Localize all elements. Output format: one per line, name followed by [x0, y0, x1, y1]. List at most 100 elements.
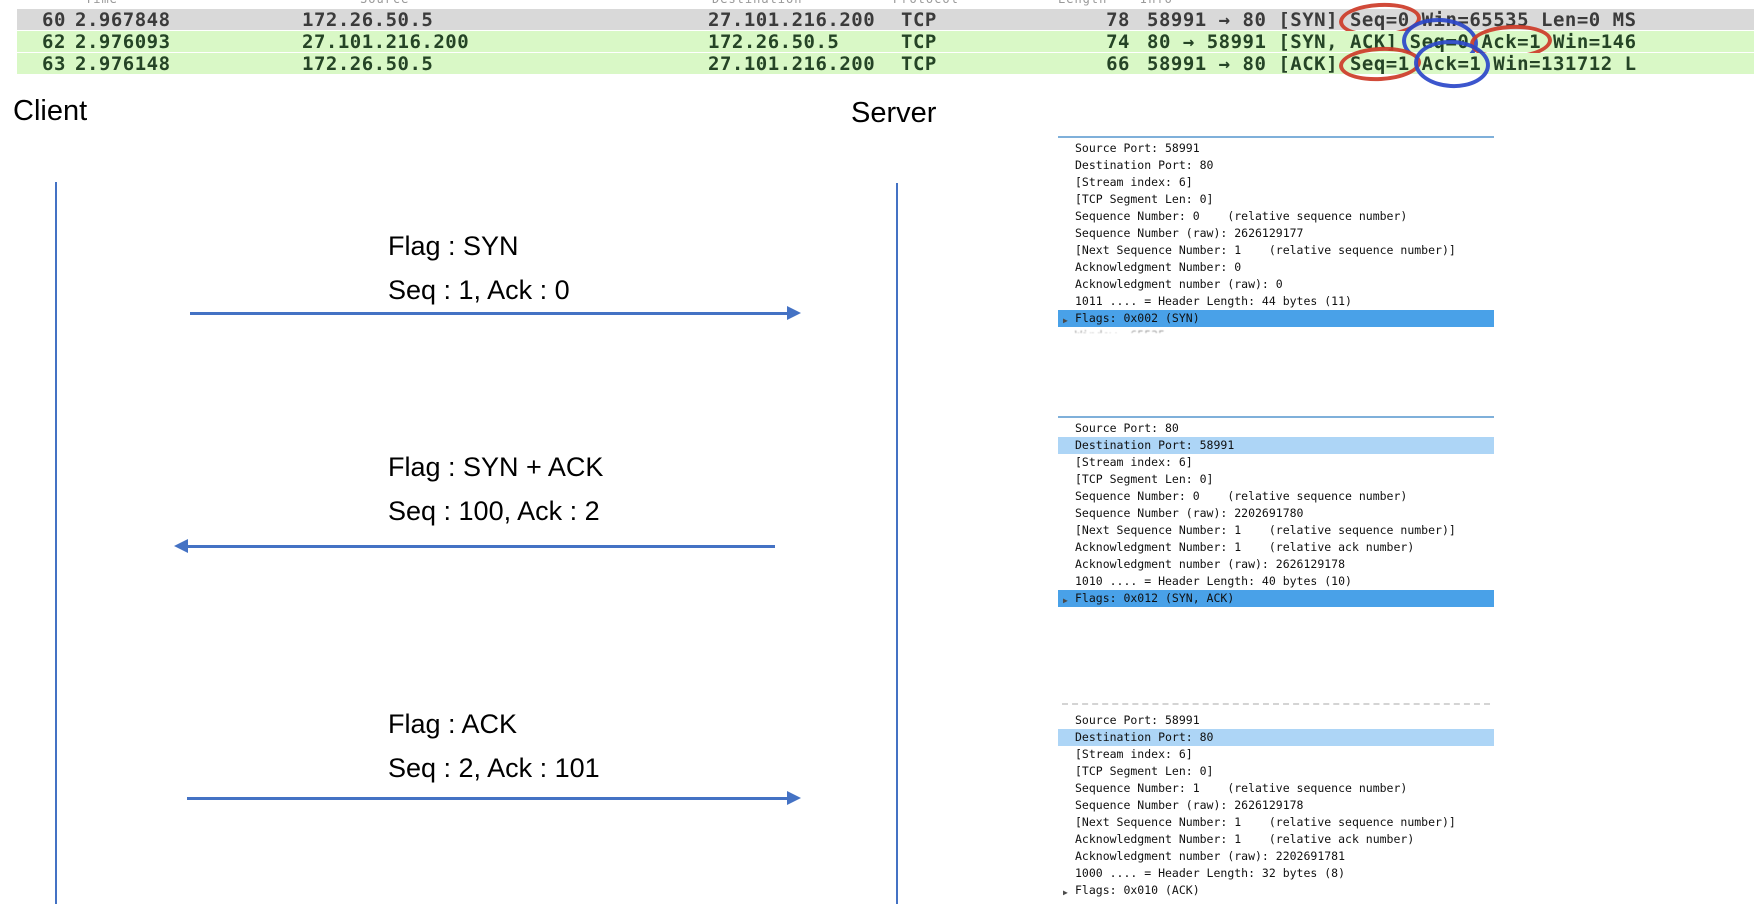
- pane-field-text: Source Port: 58991: [1075, 713, 1200, 727]
- info-text: [1410, 53, 1422, 75]
- clipped-line: [1062, 703, 1490, 708]
- pane-field-row[interactable]: [Stream index: 6]: [1058, 174, 1494, 191]
- pane-field-row[interactable]: Acknowledgment Number: 1 (relative ack n…: [1058, 539, 1494, 556]
- pane-field-row[interactable]: Acknowledgment number (raw): 2202691781: [1058, 848, 1494, 865]
- pane-field-text: Acknowledgment number (raw): 2202691781: [1075, 849, 1346, 863]
- pane-field-text: Acknowledgment number (raw): 0: [1075, 277, 1283, 291]
- pane-field-text: Sequence Number: 0 (relative sequence nu…: [1075, 209, 1408, 223]
- pane-field-text: Sequence Number: 1 (relative sequence nu…: [1075, 781, 1408, 795]
- message-label-syn: Flag : SYN Seq : 1, Ack : 0: [388, 224, 570, 312]
- pane-field-row[interactable]: Acknowledgment Number: 1 (relative ack n…: [1058, 831, 1494, 848]
- pane-field-text: Acknowledgment Number: 1 (relative ack n…: [1075, 540, 1415, 554]
- cell-destination: 172.26.50.5: [708, 31, 840, 53]
- pane-field-row[interactable]: ▶ Flags: 0x012 (SYN, ACK): [1058, 590, 1494, 607]
- pane-field-row[interactable]: [Stream index: 6]: [1058, 746, 1494, 763]
- pane-field-row[interactable]: Source Port: 58991: [1058, 712, 1494, 729]
- pane-field-row[interactable]: Destination Port: 80: [1058, 157, 1494, 174]
- cell-length: 74: [1106, 31, 1130, 53]
- pane-field-row[interactable]: Source Port: 80: [1058, 420, 1494, 437]
- pane-field-text: Sequence Number (raw): 2202691780: [1075, 506, 1304, 520]
- cell-destination: 27.101.216.200: [708, 9, 876, 31]
- pane-field-row[interactable]: Sequence Number: 0 (relative sequence nu…: [1058, 488, 1494, 505]
- column-header-source[interactable]: Source: [360, 0, 409, 6]
- pane-field-row[interactable]: Acknowledgment number (raw): 2626129178: [1058, 556, 1494, 573]
- pane-field-text: [TCP Segment Len: 0]: [1075, 192, 1214, 206]
- message-seq-line: Seq : 100, Ack : 2: [388, 496, 600, 526]
- column-header-protocol[interactable]: Protocol: [893, 0, 959, 6]
- packet-list: TimeSourceDestinationProtocolLengthInfo …: [0, 0, 1754, 80]
- pane-field-row[interactable]: [TCP Segment Len: 0]: [1058, 191, 1494, 208]
- annotation-ellipse-red: Ack=1: [1481, 31, 1542, 53]
- pane-field-row[interactable]: [Next Sequence Number: 1 (relative seque…: [1058, 522, 1494, 539]
- pane-field-text: Sequence Number (raw): 2626129178: [1075, 798, 1304, 812]
- packet-list-header: Time Source Destination Protocol Length Info: [0, 0, 1754, 9]
- column-header-time[interactable]: Time: [85, 0, 118, 6]
- clipped-line: Window: 65535: [1058, 327, 1494, 333]
- cell-no: 60: [42, 9, 66, 31]
- pane-field-text: Flags: 0x002 (SYN): [1075, 311, 1200, 325]
- pane-field-text: [Next Sequence Number: 1 (relative seque…: [1075, 243, 1456, 257]
- pane-field-text: [Stream index: 6]: [1075, 747, 1193, 761]
- message-flag-line: Flag : SYN + ACK: [388, 452, 604, 482]
- info-text: Win=131712 L: [1481, 53, 1637, 75]
- pane-field-row[interactable]: [Next Sequence Number: 1 (relative seque…: [1058, 814, 1494, 831]
- column-header-info[interactable]: Info: [1140, 0, 1173, 6]
- cell-source: 27.101.216.200: [302, 31, 470, 53]
- pane-field-row[interactable]: [Next Sequence Number: 1 (relative seque…: [1058, 242, 1494, 259]
- message-seq-line: Seq : 2, Ack : 101: [388, 753, 600, 783]
- pane-field-text: Sequence Number: 0 (relative sequence nu…: [1075, 489, 1408, 503]
- pane-field-text: [TCP Segment Len: 0]: [1075, 764, 1214, 778]
- pane-field-row[interactable]: Sequence Number: 0 (relative sequence nu…: [1058, 208, 1494, 225]
- pane-field-row[interactable]: 1000 .... = Header Length: 32 bytes (8): [1058, 865, 1494, 882]
- arrow-ack: [187, 791, 801, 805]
- message-label-ack: Flag : ACK Seq : 2, Ack : 101: [388, 702, 600, 790]
- pane-field-row[interactable]: Acknowledgment number (raw): 0: [1058, 276, 1494, 293]
- pane-field-row[interactable]: Acknowledgment Number: 0: [1058, 259, 1494, 276]
- message-flag-line: Flag : ACK: [388, 709, 518, 739]
- cell-time: 2.976148: [75, 53, 171, 75]
- pane-field-row[interactable]: ▶Flags: 0x010 (ACK): [1058, 882, 1494, 899]
- cell-time: 2.976093: [75, 31, 171, 53]
- cell-no: 62: [42, 31, 66, 53]
- pane-field-row[interactable]: Source Port: 58991: [1058, 140, 1494, 157]
- pane-field-row[interactable]: 1010 .... = Header Length: 40 bytes (10): [1058, 573, 1494, 590]
- column-header-destination[interactable]: Destination: [712, 0, 802, 6]
- column-header-length[interactable]: Length: [1058, 0, 1107, 6]
- pane-field-row[interactable]: [TCP Segment Len: 0]: [1058, 471, 1494, 488]
- annotation-ellipse-red: Seq=1: [1349, 53, 1410, 75]
- cell-length: 66: [1106, 53, 1130, 75]
- pane-field-row[interactable]: Sequence Number: 1 (relative sequence nu…: [1058, 780, 1494, 797]
- cell-length: 78: [1106, 9, 1130, 31]
- pane-field-row[interactable]: Destination Port: 58991: [1058, 437, 1494, 454]
- pane-field-text: [TCP Segment Len: 0]: [1075, 472, 1214, 486]
- cell-protocol: TCP: [901, 31, 937, 53]
- pane-field-text: Flags: 0x012 (SYN, ACK): [1075, 591, 1235, 605]
- pane-field-text: 1010 .... = Header Length: 40 bytes (10): [1075, 574, 1352, 588]
- pane-field-row[interactable]: Sequence Number (raw): 2202691780: [1058, 505, 1494, 522]
- packet-row[interactable]: 62 2.976093 27.101.216.200 172.26.50.5 TCP 74…: [17, 31, 1754, 53]
- pane-field-row[interactable]: [TCP Segment Len: 0]: [1058, 763, 1494, 780]
- cell-source: 172.26.50.5: [302, 9, 434, 31]
- client-lifeline: [55, 182, 57, 904]
- pane-field-text: Acknowledgment number (raw): 2626129178: [1075, 557, 1346, 571]
- pane-field-text: [Stream index: 6]: [1075, 455, 1193, 469]
- expander-triangle-icon[interactable]: ▶: [1063, 888, 1068, 897]
- pane-field-text: Destination Port: 80: [1075, 730, 1214, 744]
- pane-field-row[interactable]: Sequence Number (raw): 2626129177: [1058, 225, 1494, 242]
- pane-field-row[interactable]: 1011 .... = Header Length: 44 bytes (11): [1058, 293, 1494, 310]
- annotation-ellipse-blue: Ack=1: [1421, 53, 1482, 75]
- pane-field-row[interactable]: ▶ Flags: 0x002 (SYN): [1058, 310, 1494, 327]
- expander-triangle-icon[interactable]: ▶: [1063, 596, 1068, 605]
- pane-field-row[interactable]: Sequence Number (raw): 2626129178: [1058, 797, 1494, 814]
- pane-field-text: Source Port: 58991: [1075, 141, 1200, 155]
- pane-field-text: [Next Sequence Number: 1 (relative seque…: [1075, 815, 1456, 829]
- pane-field-row[interactable]: Destination Port: 80: [1058, 729, 1494, 746]
- pane-field-text: 1011 .... = Header Length: 44 bytes (11): [1075, 294, 1352, 308]
- expander-triangle-icon[interactable]: ▶: [1063, 316, 1068, 325]
- server-label: Server: [851, 97, 937, 129]
- pane-field-text: Destination Port: 80: [1075, 158, 1214, 172]
- pane-field-row[interactable]: [Stream index: 6]: [1058, 454, 1494, 471]
